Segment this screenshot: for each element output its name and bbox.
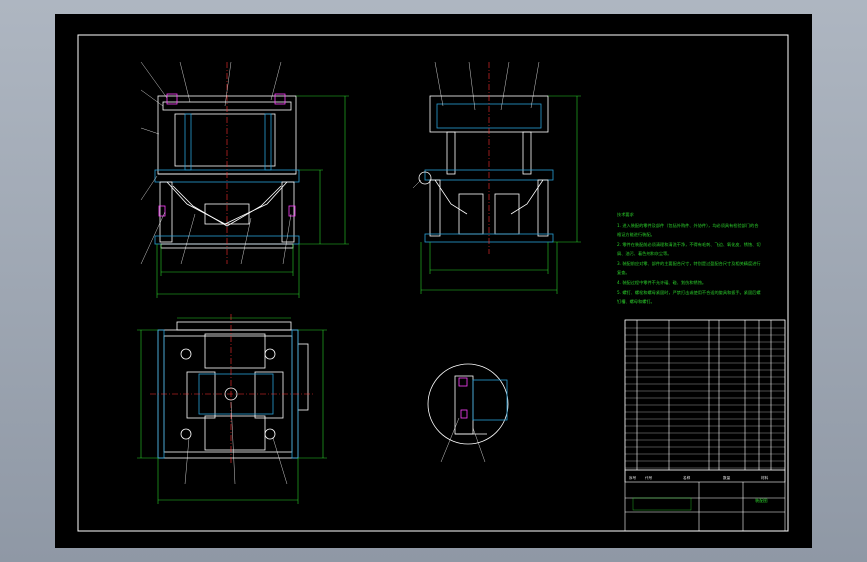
- cad-drawing: 序号 代号 名称 数量 材料 装配图 技术要求 1. 进入装配的零件及部件（包括…: [77, 34, 789, 532]
- bom-col-code: 代号: [645, 475, 653, 480]
- notes-title: 技术要求: [617, 211, 635, 218]
- side-dimensions: [420, 95, 581, 294]
- note-line: 3. 装配前应对零、部件的主要配合尺寸，特别是过盈配合尺寸及相关精度进行: [617, 260, 761, 267]
- title-block: [624, 319, 786, 532]
- bom-col-qty: 数量: [723, 475, 731, 480]
- side-leaders: [412, 61, 540, 189]
- bom-col-no: 序号: [629, 475, 637, 480]
- top-leaders: [184, 401, 288, 485]
- front-dimensions: [156, 95, 349, 298]
- signature-area: [632, 497, 692, 511]
- detail-leaders: [440, 417, 486, 463]
- front-leaders: [140, 61, 292, 265]
- note-line: 格证方能进行装配。: [617, 231, 655, 238]
- bom-col-name: 名称: [683, 475, 691, 480]
- bom-col-material: 材料: [761, 475, 769, 480]
- note-line: 复查。: [617, 269, 630, 276]
- note-line: 5. 螺钉、螺栓和螺母紧固时，严禁打击或使用不合适的旋具和扳手。紧固后螺: [617, 289, 761, 296]
- note-line: 1. 进入装配的零件及部件（包括外购件、外协件），均必须具有检验部门的合: [617, 222, 759, 229]
- side-view: [418, 95, 554, 243]
- bom-rows: [625, 327, 785, 469]
- technical-notes: 技术要求 1. 进入装配的零件及部件（包括外购件、外协件），均必须具有检验部门的…: [617, 211, 761, 305]
- note-line: 钉槽、螺母和螺钉。: [617, 298, 655, 305]
- note-line: 屑、油污、着色剂和灰尘等。: [617, 250, 671, 257]
- top-dimensions: [137, 317, 327, 504]
- drawing-sheet: 序号 代号 名称 数量 材料 装配图 技术要求 1. 进入装配的零件及部件（包括…: [55, 14, 812, 548]
- note-line: 2. 零件在装配前必须清理和清洗干净，不得有毛刺、飞边、氧化皮、锈蚀、切: [617, 241, 761, 248]
- bom-header: 序号 代号 名称 数量 材料: [629, 475, 769, 480]
- drawing-border: [77, 34, 789, 532]
- top-view: [157, 321, 309, 459]
- detail-view: [427, 363, 509, 445]
- note-line: 4. 装配过程中零件不允许磕、碰、划伤和锈蚀。: [617, 279, 706, 286]
- drawing-title: 装配图: [755, 497, 768, 504]
